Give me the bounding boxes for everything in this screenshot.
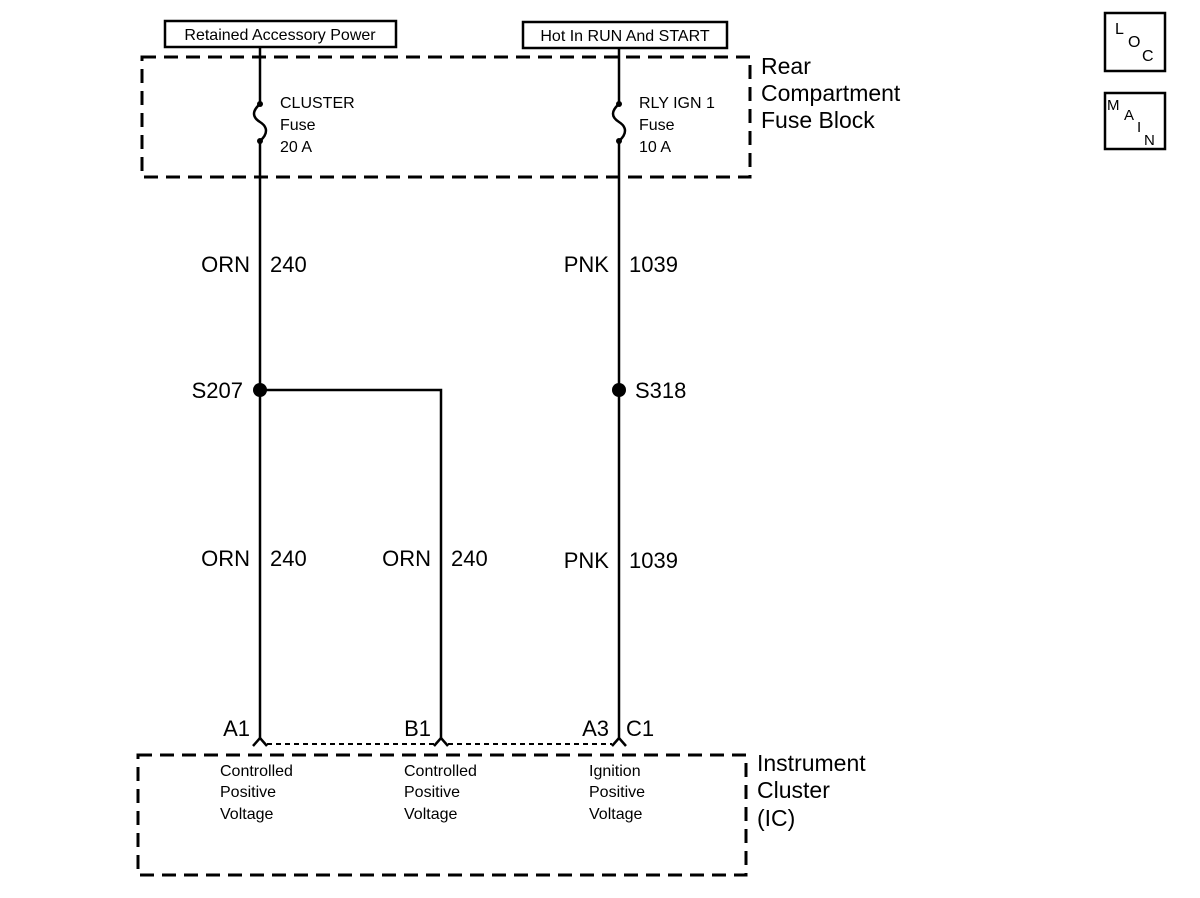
terminal-a1-desc-line1: Controlled	[220, 763, 293, 780]
wire-color-upper-right: PNK	[564, 252, 610, 277]
fuse-rly-ign-type: Fuse	[639, 117, 675, 134]
loc-letter-l: L	[1115, 21, 1124, 38]
wire-circuit-lower-mid: 240	[451, 546, 488, 571]
pin-a3-label: A3	[582, 716, 609, 741]
power-source-hot-label: Hot In RUN And START	[540, 28, 709, 45]
instrument-cluster-boundary	[136, 753, 748, 877]
pin-a3-terminal	[611, 736, 627, 747]
wire-color-lower-mid: ORN	[382, 546, 431, 571]
power-source-retained-label: Retained Accessory Power	[184, 27, 376, 44]
cluster-name-line1: Instrument	[757, 750, 866, 776]
main-letter-m: M	[1107, 97, 1120, 114]
fuse-block-name-line3: Fuse Block	[761, 107, 875, 133]
terminal-b1-desc-line2: Positive	[404, 784, 460, 801]
wire-circuit-lower-left: 240	[270, 546, 307, 571]
fuse-rly-ign-terminal-top	[616, 101, 622, 107]
fuse-rly-ign-rating: 10 A	[639, 139, 671, 156]
fuse-block-name-line1: Rear	[761, 53, 811, 79]
cluster-name-line2: Cluster	[757, 777, 830, 803]
loc-letter-o: O	[1128, 34, 1140, 51]
wire-orn-240-branch	[260, 388, 443, 738]
terminal-a3-desc-line2: Positive	[589, 784, 645, 801]
fuse-cluster-symbol	[252, 103, 268, 142]
fuse-cluster-rating: 20 A	[280, 139, 312, 156]
terminal-b1-desc-line3: Voltage	[404, 806, 457, 823]
pin-c1-label: C1	[626, 716, 654, 741]
cluster-name-line3: (IC)	[757, 805, 795, 831]
loc-letter-c: C	[1142, 48, 1154, 65]
splice-s207-label: S207	[192, 378, 243, 403]
terminal-a3-desc-line3: Voltage	[589, 806, 642, 823]
terminal-a1-desc-line2: Positive	[220, 784, 276, 801]
wire-color-upper-left: ORN	[201, 252, 250, 277]
wire-color-lower-left: ORN	[201, 546, 250, 571]
power-source-retained-accessory: Retained Accessory Power	[163, 19, 398, 49]
fuse-cluster-type: Fuse	[280, 117, 316, 134]
fuse-rly-ign-name: RLY IGN 1	[639, 95, 715, 112]
fuse-cluster-terminal-top	[257, 101, 263, 107]
main-button[interactable]: M A I N	[1103, 91, 1167, 151]
wire-circuit-lower-right: 1039	[629, 548, 678, 573]
loc-button[interactable]: L O C	[1103, 11, 1167, 73]
pin-a1-label: A1	[223, 716, 250, 741]
terminal-a3-desc-line1: Ignition	[589, 763, 641, 780]
terminal-b1-desc-line1: Controlled	[404, 763, 477, 780]
terminal-a1-desc-line3: Voltage	[220, 806, 273, 823]
wire-circuit-upper-right: 1039	[629, 252, 678, 277]
main-letter-a: A	[1124, 107, 1134, 124]
main-letter-n: N	[1144, 132, 1155, 149]
pin-b1-terminal	[433, 736, 449, 747]
splice-s318-dot	[612, 383, 626, 397]
fuse-block-name-line2: Compartment	[761, 80, 901, 106]
pin-b1-label: B1	[404, 716, 431, 741]
wire-circuit-upper-left: 240	[270, 252, 307, 277]
wire-color-lower-right: PNK	[564, 548, 610, 573]
pin-a1-terminal	[252, 736, 268, 747]
splice-s318-label: S318	[635, 378, 686, 403]
fuse-block-boundary	[140, 55, 752, 179]
fuse-cluster-name: CLUSTER	[280, 95, 355, 112]
main-letter-i: I	[1137, 119, 1141, 136]
power-source-hot-run-start: Hot In RUN And START	[521, 20, 729, 50]
fuse-rly-ign-symbol	[611, 103, 627, 142]
